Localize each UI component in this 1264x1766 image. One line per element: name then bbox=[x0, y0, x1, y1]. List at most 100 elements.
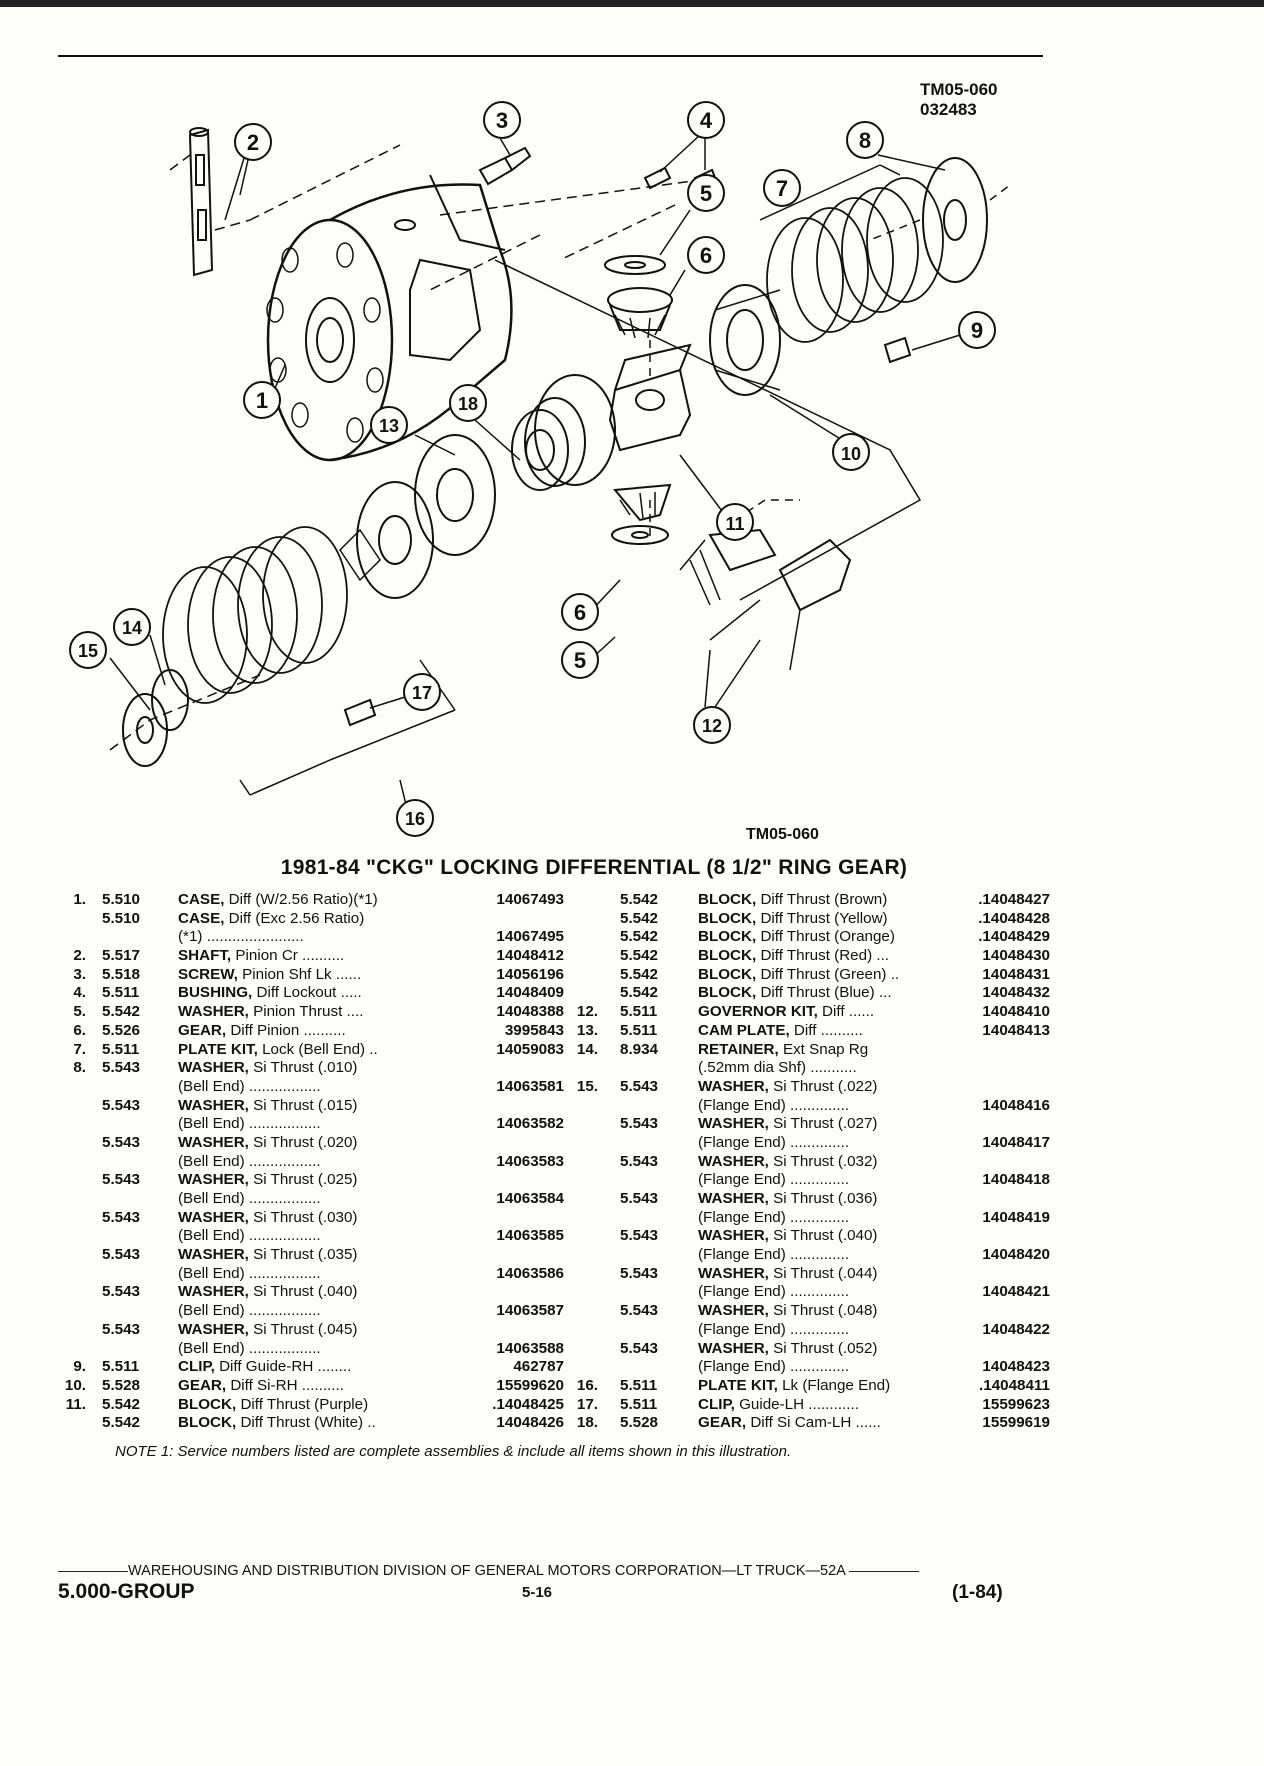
part-description: BLOCK, Diff Thrust (Purple) bbox=[178, 1396, 368, 1415]
part-description: (Flange End) .............. bbox=[698, 1283, 849, 1302]
group-code: 5.542 bbox=[620, 965, 659, 983]
part-name: RETAINER, bbox=[698, 1040, 779, 1058]
svg-text:7: 7 bbox=[776, 176, 788, 201]
group-code: 5.511 bbox=[620, 1395, 658, 1413]
part-name: WASHER, bbox=[698, 1115, 769, 1133]
part-number: 14048388 bbox=[496, 1003, 564, 1021]
part-detail: Lock (Bell End) .. bbox=[257, 1040, 378, 1058]
item-number: 16. bbox=[576, 1376, 598, 1394]
part-number: 14067495 bbox=[496, 928, 564, 946]
footer-rule-right bbox=[849, 1570, 920, 1572]
part-name: WASHER, bbox=[178, 1208, 249, 1226]
part-detail: (Flange End) .............. bbox=[698, 1208, 850, 1226]
parts-row: (Flange End) ..............14048423 bbox=[560, 1358, 1050, 1377]
part-number: 14048430 bbox=[982, 947, 1050, 965]
group-code: 5.543 bbox=[102, 1171, 141, 1189]
parts-row: (Flange End) ..............14048421 bbox=[560, 1283, 1050, 1302]
part-number: 14048426 bbox=[496, 1414, 564, 1432]
part-detail: Ext Snap Rg bbox=[778, 1040, 869, 1058]
svg-text:4: 4 bbox=[700, 108, 713, 133]
item-number: 12. bbox=[576, 1003, 598, 1021]
part-description: (Bell End) ................. bbox=[178, 1153, 321, 1172]
svg-text:5: 5 bbox=[700, 181, 712, 206]
part-detail: Si Thrust (.015) bbox=[248, 1096, 358, 1114]
header-rule bbox=[58, 55, 1043, 57]
group-code: 5.543 bbox=[620, 1152, 659, 1170]
part-number: 3995843 bbox=[504, 1021, 564, 1039]
footer-division-text: WAREHOUSING AND DISTRIBUTION DIVISION OF… bbox=[128, 1563, 846, 1579]
tm-date: 032483 bbox=[920, 100, 977, 119]
part-detail: (Bell End) ................. bbox=[178, 1264, 321, 1282]
part-detail: Lk (Flange End) bbox=[777, 1376, 891, 1394]
svg-text:12: 12 bbox=[702, 716, 722, 736]
part-description: GEAR, Diff Si-RH .......... bbox=[178, 1377, 344, 1396]
part-description: BLOCK, Diff Thrust (Yellow) bbox=[698, 910, 888, 929]
svg-text:15: 15 bbox=[78, 641, 98, 661]
part-number: 14059083 bbox=[496, 1040, 564, 1058]
part-detail: Si Thrust (.035) bbox=[248, 1246, 358, 1264]
part-name: BLOCK, bbox=[698, 891, 757, 908]
part-description: WASHER, Si Thrust (.030) bbox=[178, 1209, 358, 1228]
footer-rule-left bbox=[58, 1570, 128, 1572]
callout-4: 4 bbox=[687, 101, 725, 139]
part-name: BLOCK, bbox=[698, 947, 757, 965]
part-description: WASHER, Si Thrust (.015) bbox=[178, 1097, 358, 1116]
part-description: CAM PLATE, Diff .......... bbox=[698, 1022, 863, 1041]
part-detail: Diff (W/2.56 Ratio)(*1) bbox=[224, 891, 378, 908]
callout-7: 7 bbox=[763, 169, 801, 207]
part-detail: (Bell End) ................. bbox=[178, 1115, 321, 1133]
part-name: PLATE KIT, bbox=[178, 1040, 258, 1058]
part-detail: Pinion Cr .......... bbox=[231, 947, 345, 965]
parts-row: (Bell End) ................. 14063582 bbox=[44, 1115, 574, 1134]
part-name: WASHER, bbox=[698, 1339, 769, 1357]
part-description: WASHER, Si Thrust (.032) bbox=[698, 1153, 878, 1172]
part-name: WASHER, bbox=[698, 1264, 769, 1282]
part-description: (Flange End) .............. bbox=[698, 1209, 849, 1228]
part-name: WASHER, bbox=[698, 1227, 769, 1245]
callout-9: 9 bbox=[958, 311, 996, 349]
part-number: .14048411 bbox=[979, 1376, 1050, 1394]
item-number: 4. bbox=[73, 984, 86, 1002]
part-detail: Si Thrust (.020) bbox=[248, 1133, 358, 1151]
part-number: 14063588 bbox=[496, 1339, 564, 1357]
part-number: 14063583 bbox=[496, 1152, 564, 1170]
callout-16: 16 bbox=[396, 799, 434, 837]
group-code: 5.526 bbox=[102, 1021, 141, 1039]
part-description: WASHER, Si Thrust (.027) bbox=[698, 1115, 878, 1134]
part-name: BLOCK, bbox=[698, 909, 757, 927]
svg-text:3: 3 bbox=[496, 108, 508, 133]
part-description: (.52mm dia Shf) ........... bbox=[698, 1059, 857, 1078]
group-code: 5.543 bbox=[102, 1320, 141, 1338]
parts-row: (Bell End) .................14063588 bbox=[44, 1340, 574, 1359]
part-detail: Diff Si Cam-LH ...... bbox=[746, 1414, 881, 1432]
parts-row: (Bell End) .................14063584 bbox=[44, 1190, 574, 1209]
part-description: (Flange End) .............. bbox=[698, 1134, 849, 1153]
part-detail: Si Thrust (.025) bbox=[248, 1171, 358, 1189]
footer-division: WAREHOUSING AND DISTRIBUTION DIVISION OF… bbox=[58, 1563, 1018, 1579]
svg-text:11: 11 bbox=[725, 514, 744, 534]
callout-15: 15 bbox=[69, 631, 107, 669]
part-description: PLATE KIT, Lock (Bell End) .. bbox=[178, 1041, 378, 1060]
part-description: WASHER, Si Thrust (.044) bbox=[698, 1265, 878, 1284]
item-number: 13. bbox=[576, 1021, 598, 1039]
part-number: 14063582 bbox=[496, 1115, 564, 1133]
part-description: WASHER, Si Thrust (.040) bbox=[178, 1283, 358, 1302]
svg-text:18: 18 bbox=[458, 394, 478, 414]
part-number: 14048431 bbox=[982, 965, 1050, 983]
part-description: BLOCK, Diff Thrust (Green) .. bbox=[698, 966, 899, 985]
group-code: 5.511 bbox=[620, 1021, 658, 1039]
part-detail: Diff Thrust (Yellow) bbox=[756, 909, 888, 927]
part-name: CAM PLATE, bbox=[698, 1021, 790, 1039]
part-detail: Diff .......... bbox=[789, 1021, 863, 1039]
part-number: 14048416 bbox=[982, 1096, 1050, 1114]
part-number: 462787 bbox=[513, 1358, 564, 1376]
part-detail: (Bell End) ................. bbox=[178, 1302, 321, 1320]
part-detail: Si Thrust (.040) bbox=[768, 1227, 878, 1245]
